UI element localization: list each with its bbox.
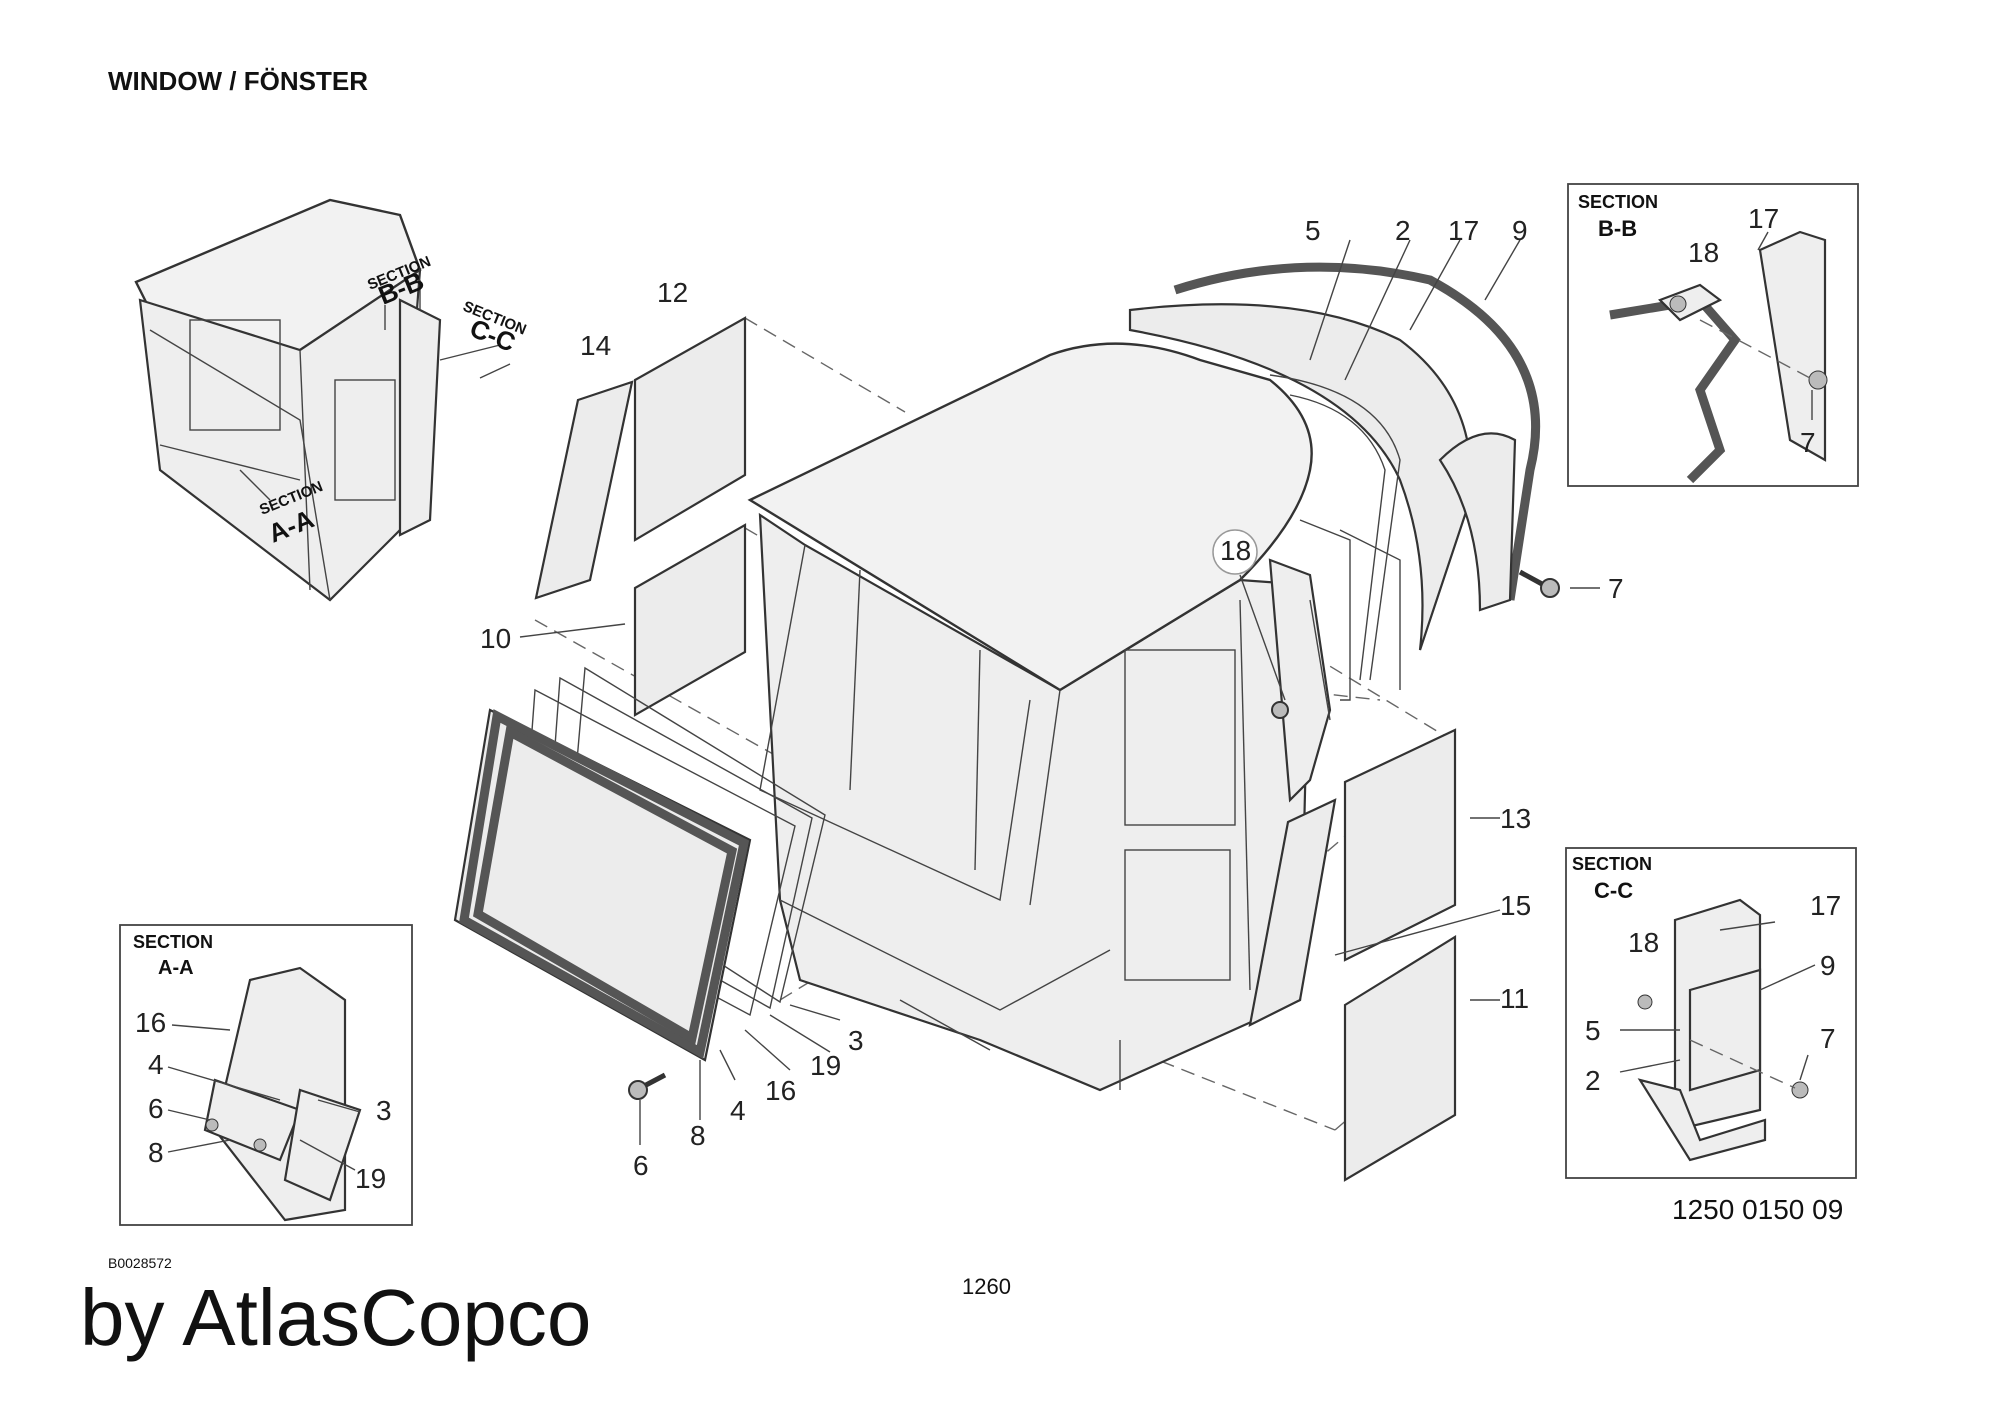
detail-cc-label-18: 18: [1628, 927, 1659, 958]
detail-bb-label-7: 7: [1800, 427, 1816, 458]
detail-bb-label-18: 18: [1688, 237, 1719, 268]
detail-aa-label-16: 16: [135, 1007, 166, 1038]
detail-cc-label-9: 9: [1820, 950, 1836, 981]
main-cab: [747, 342, 1332, 1092]
pane-15: [1248, 798, 1337, 1027]
page-number: 1260: [962, 1274, 1011, 1299]
callout-18: 18: [1220, 535, 1251, 566]
leader-lines: [519, 239, 1600, 1145]
overview-cab: SECTION B-B SECTION C-C SECTION A-A: [134, 198, 529, 602]
detail-aa-heading: SECTION: [133, 932, 213, 952]
callout-18-circle: [1212, 529, 1258, 575]
document-code: B0028572: [108, 1255, 172, 1271]
callout-2: 2: [1395, 215, 1411, 246]
detail-aa-label-3: 3: [376, 1095, 392, 1126]
page-title: WINDOW / FÖNSTER: [108, 66, 368, 96]
fasteners: [628, 529, 1560, 1100]
callout-5: 5: [1305, 215, 1321, 246]
callout-6: 6: [633, 1150, 649, 1181]
brand-watermark: by AtlasCopco: [80, 1273, 592, 1362]
detail-cc-heading: SECTION: [1572, 854, 1652, 874]
screw-6-icon: [628, 1080, 648, 1100]
detail-section-cc: SECTION C-C 17 18 9 5 7 2: [1565, 847, 1857, 1179]
detail-bb-heading: SECTION: [1578, 192, 1658, 212]
callout-13: 13: [1500, 803, 1531, 834]
callout-9: 9: [1512, 215, 1528, 246]
callout-19: 19: [810, 1050, 841, 1081]
callout-14: 14: [580, 330, 611, 361]
callout-11: 11: [1500, 983, 1529, 1014]
detail-aa-label-8: 8: [148, 1137, 164, 1168]
detail-cc-label-17: 17: [1810, 890, 1841, 921]
pane-11: [1343, 935, 1457, 1182]
detail-section-aa: SECTION A-A 16 4 6 8 3 19: [119, 924, 413, 1226]
callout-12: 12: [657, 277, 688, 308]
pane-14: [534, 380, 634, 600]
detail-cc-sub: C-C: [1594, 878, 1633, 903]
windshield-stack: [453, 666, 826, 1062]
pane-10: [633, 523, 747, 717]
pane-13: [1343, 728, 1457, 962]
detail-aa-label-4: 4: [148, 1049, 164, 1080]
detail-aa-sub: A-A: [158, 957, 194, 979]
nut-18-icon: [1271, 701, 1289, 719]
detail-cc-label-5: 5: [1585, 1015, 1601, 1046]
detail-section-bb: SECTION B-B 18 17 7: [1567, 183, 1859, 487]
callout-3: 3: [848, 1025, 864, 1056]
screw-7-icon: [1540, 578, 1560, 598]
detail-cc-label-7: 7: [1820, 1023, 1836, 1054]
callout-8: 8: [690, 1120, 706, 1151]
detail-bb-label-17: 17: [1748, 203, 1779, 234]
callout-10: 10: [480, 623, 511, 654]
callout-4: 4: [730, 1095, 746, 1126]
detail-aa-label-6: 6: [148, 1093, 164, 1124]
callout-7: 7: [1608, 573, 1624, 604]
pane-12: [633, 316, 747, 542]
part-number: 1250 0150 09: [1672, 1194, 1844, 1225]
callout-15: 15: [1500, 890, 1531, 921]
loose-panes: [534, 316, 1457, 1182]
detail-cc-label-2: 2: [1585, 1065, 1601, 1096]
detail-bb-sub: B-B: [1598, 216, 1637, 241]
callout-numbers: 5 2 17 9 12 14 10 18 7 13 15 11 3 19 16 …: [480, 215, 1624, 1181]
callout-16: 16: [765, 1075, 796, 1106]
detail-aa-label-19: 19: [355, 1163, 386, 1194]
rear-curved-window-set: [1128, 262, 1541, 701]
callout-17: 17: [1448, 215, 1479, 246]
